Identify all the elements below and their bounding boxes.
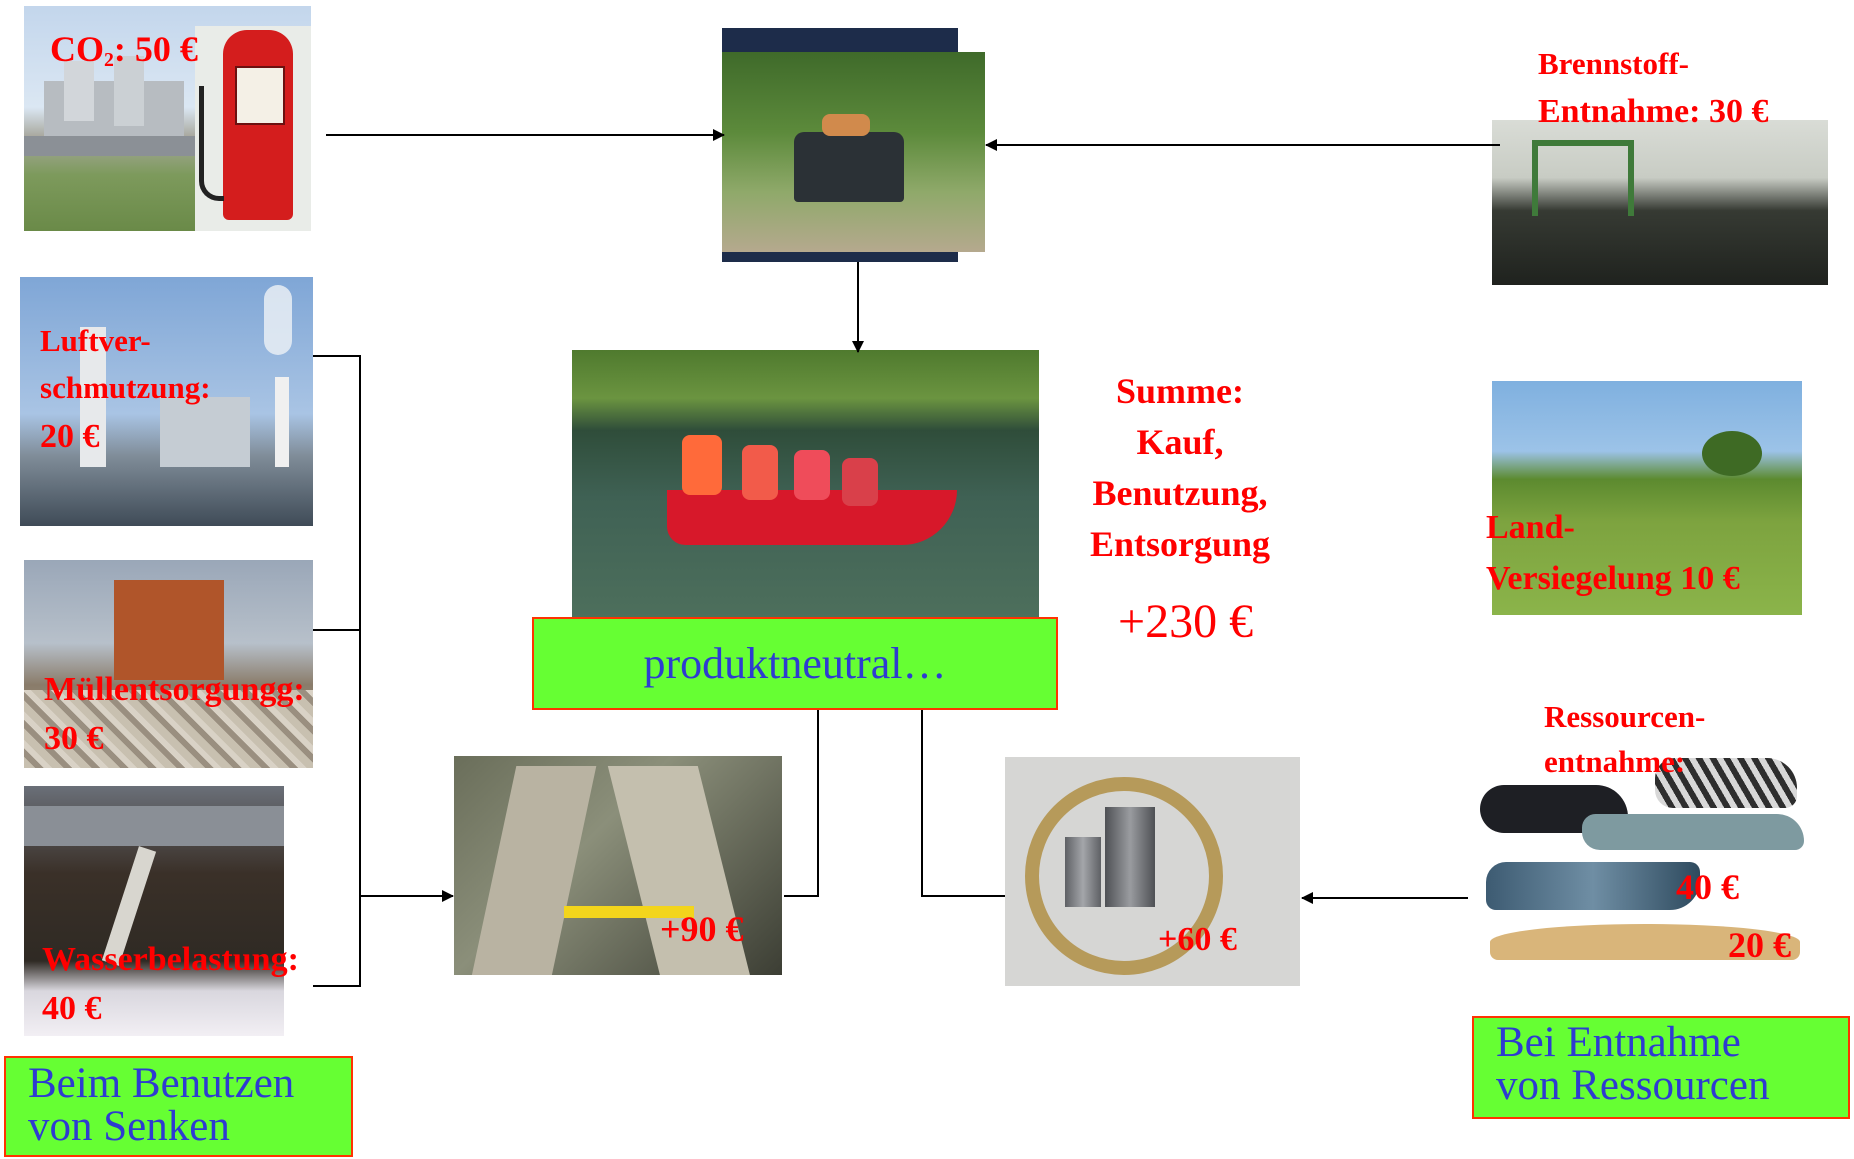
product-neutral-box: produktneutral… (532, 617, 1058, 710)
summary-line2: Kauf, (1136, 422, 1224, 463)
canoe-photo (572, 350, 1039, 618)
land-sealing-label: Land- Versiegelung 10 € (1486, 502, 1740, 604)
resource-extraction-line2: entnahme: (1544, 743, 1686, 779)
meadow-photo (1492, 381, 1802, 615)
fuel-extraction-line1: Brennstoff- (1538, 46, 1689, 81)
land-sealing-line1: Land- (1486, 509, 1575, 546)
waste-disposal-value: 30 € (44, 720, 104, 758)
co2-value: : 50 € (113, 29, 198, 69)
granite-rock-photo (1655, 758, 1797, 808)
land-sealing-line2: Versiegelung 10 € (1486, 560, 1740, 597)
resource-extraction-label: Ressourcen- entnahme: (1544, 695, 1705, 785)
fuel-pump-photo (195, 26, 311, 231)
ressourcen-legend-box: Bei Entnahme von Ressourcen (1472, 1016, 1850, 1119)
recycling-value: +90 € (660, 909, 744, 949)
recycling-plant-photo (454, 756, 782, 975)
waste-disposal-label: Müllentsorgungg: 30 € (44, 665, 305, 764)
air-pollution-value: 20 € (40, 418, 100, 455)
metal-parts-photo (1005, 757, 1300, 986)
co2-subscript: 2 (104, 48, 114, 71)
summary-line3: Benutzung, (1092, 473, 1268, 514)
summary-line4: Entsorgung (1089, 524, 1271, 565)
summary-total: +230 € (1118, 595, 1254, 648)
co2-cost-label: CO2: 50 € (50, 30, 198, 71)
sand-pile-photo (1490, 924, 1800, 960)
ore-rock-photo (1486, 862, 1700, 910)
slate-rock-photo (1582, 814, 1804, 850)
line-product-to-metals (921, 710, 1005, 897)
water-pollution-photo (24, 786, 284, 1036)
water-pollution-value: 40 € (42, 990, 102, 1028)
summary-line1: Summe: (1116, 371, 1244, 411)
air-pollution-line2: schmutzung: (40, 369, 211, 405)
resource-value-sand: 20 € (1728, 925, 1791, 965)
left-bracket-line (313, 355, 361, 987)
resource-extraction-line1: Ressourcen- (1544, 699, 1706, 734)
chimney-photo (20, 277, 313, 526)
senken-legend-line2: von Senken (28, 1103, 230, 1150)
water-pollution-line1: Wasserbelastung: (42, 941, 299, 978)
ressourcen-legend-line1: Bei Entnahme (1496, 1019, 1741, 1066)
product-neutral-label: produktneutral… (643, 639, 947, 688)
resource-value-ore: 40 € (1676, 867, 1739, 907)
ressourcen-legend-line2: von Ressourcen (1496, 1062, 1770, 1109)
co2-prefix: CO (50, 29, 104, 69)
fuel-extraction-line2: Entnahme: 30 € (1538, 92, 1769, 130)
metals-value: +60 € (1158, 921, 1237, 958)
air-pollution-line1: Luftver- (40, 323, 151, 358)
senken-legend-box: Beim Benutzen von Senken (4, 1056, 353, 1157)
fuel-extraction-label: Brennstoff- Entnahme: 30 € (1538, 42, 1768, 136)
waste-disposal-line1: Müllentsorgungg: (44, 671, 305, 708)
air-pollution-label: Luftver- schmutzung: 20 € (40, 318, 211, 462)
landfill-photo (24, 560, 313, 768)
summary-label: Summe: Kauf, Benutzung, Entsorgung (1060, 366, 1300, 570)
suv-forest-photo (722, 52, 985, 252)
senken-legend-line1: Beim Benutzen (28, 1060, 295, 1107)
line-product-to-recycling (784, 710, 819, 897)
coal-mine-photo (1492, 120, 1828, 285)
water-pollution-label: Wasserbelastung: 40 € (42, 935, 299, 1034)
